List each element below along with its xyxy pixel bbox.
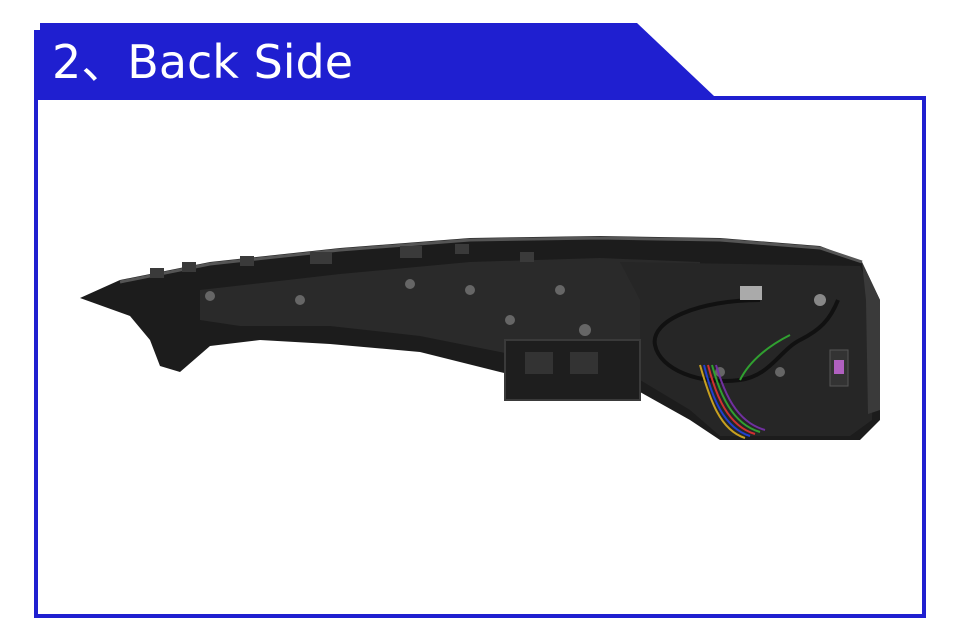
tail-light-photo	[80, 236, 880, 440]
section-title: 2、Back Side	[52, 35, 354, 89]
section-banner: 2、Back Side	[0, 0, 960, 100]
photo-frame	[34, 96, 926, 618]
banner-shape	[34, 23, 714, 96]
